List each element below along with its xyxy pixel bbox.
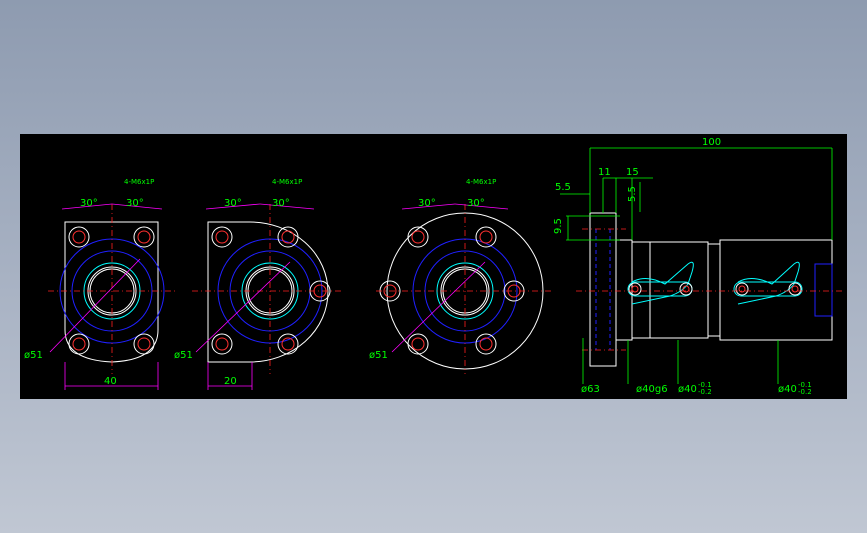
v3-angle-left: 30° — [418, 198, 436, 209]
side-tol1b: -0.2 — [698, 388, 712, 396]
side-d-body1: ø40 — [678, 384, 697, 395]
side-flange-thk: 11 — [598, 167, 611, 178]
side-d-flange: ø63 — [581, 384, 600, 395]
side-step: 15 — [626, 167, 639, 178]
v1-angle-right: 30° — [126, 198, 144, 209]
nut-side-view — [560, 147, 845, 384]
v2-offset: 20 — [224, 376, 237, 387]
v3-angle-right: 30° — [467, 198, 485, 209]
side-bolt-off: 9.5 — [553, 218, 564, 234]
v3-thread-note: 4-M6x1P — [466, 178, 496, 186]
flange-view-round — [376, 203, 554, 374]
flange-view-square — [48, 203, 176, 390]
v1-width: 40 — [104, 376, 117, 387]
v2-thread-note: 4-M6x1P — [272, 178, 302, 186]
side-length-total: 100 — [702, 137, 721, 148]
v3-diameter: ø51 — [369, 350, 388, 361]
v1-thread-note: 4-M6x1P — [124, 178, 154, 186]
side-tol1: -0.1 — [698, 381, 712, 389]
v1-diameter: ø51 — [24, 350, 43, 361]
side-d-body2: ø40 — [778, 384, 797, 395]
v1-angle-left: 30° — [80, 198, 98, 209]
v2-angle-left: 30° — [224, 198, 242, 209]
cad-viewport[interactable]: 30° 30° 4-M6x1P ø51 40 30° 30° 4-M6x1P ø… — [20, 134, 847, 399]
cad-drawing: 30° 30° 4-M6x1P ø51 40 30° 30° 4-M6x1P ø… — [24, 137, 845, 396]
v2-angle-right: 30° — [272, 198, 290, 209]
flange-view-d-shape — [192, 203, 342, 390]
side-tol2b: -0.2 — [798, 388, 812, 396]
side-left-off: 5.5 — [555, 182, 571, 193]
side-tol2: -0.1 — [798, 381, 812, 389]
v2-diameter: ø51 — [174, 350, 193, 361]
side-vert-off: 5.5 — [627, 186, 638, 202]
side-d-pilot: ø40g6 — [636, 384, 668, 395]
